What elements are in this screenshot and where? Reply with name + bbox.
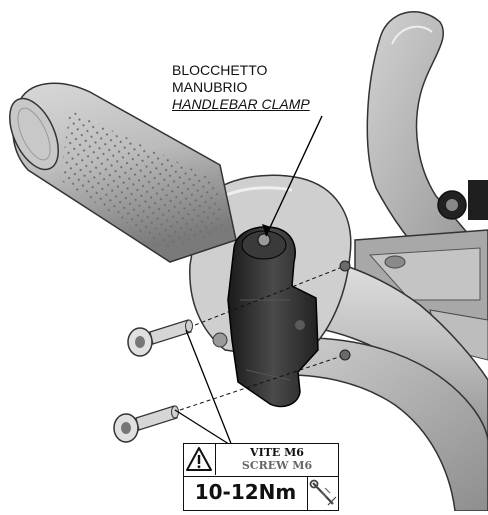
torque-spec-box: VITE M6 SCREW M6 10-12Nm	[183, 443, 339, 511]
callout-line-english: HANDLEBAR CLAMP	[172, 96, 310, 112]
callout-line-2: MANUBRIO	[172, 79, 248, 95]
handlebar-grip	[9, 82, 237, 263]
spec-leader-lower	[174, 409, 233, 447]
handlebar-clamp	[227, 226, 319, 408]
clamp-leader-line	[265, 115, 323, 237]
spec-leader-upper	[185, 329, 233, 447]
warning-cell	[184, 444, 216, 475]
screw-upper	[127, 319, 193, 357]
screw-spec-english: SCREW M6	[241, 459, 313, 472]
warning-triangle-icon	[186, 447, 212, 471]
callout-line-1: BLOCCHETTO	[172, 62, 268, 78]
clamp-leader-arrowhead	[262, 224, 271, 236]
frame-hole-lower	[339, 349, 351, 361]
brake-lever	[366, 11, 488, 301]
brake-hose	[249, 337, 488, 511]
torque-value: 10-12Nm	[184, 477, 308, 510]
clamp-callout-label: BLOCCHETTO MANUBRIO HANDLEBAR CLAMP	[172, 62, 310, 113]
torque-wrench-icon	[309, 479, 337, 506]
frame-hole-upper	[339, 260, 351, 272]
screw-lower	[113, 405, 179, 443]
wrench-cell	[308, 477, 338, 510]
screw-spec-text: VITE M6 SCREW M6	[216, 446, 338, 472]
spec-screw-row: VITE M6 SCREW M6	[184, 444, 338, 477]
screw-spec-italian: VITE M6	[250, 446, 304, 459]
lever-pivot	[437, 180, 488, 220]
assembly-guide-lines	[179, 265, 346, 411]
